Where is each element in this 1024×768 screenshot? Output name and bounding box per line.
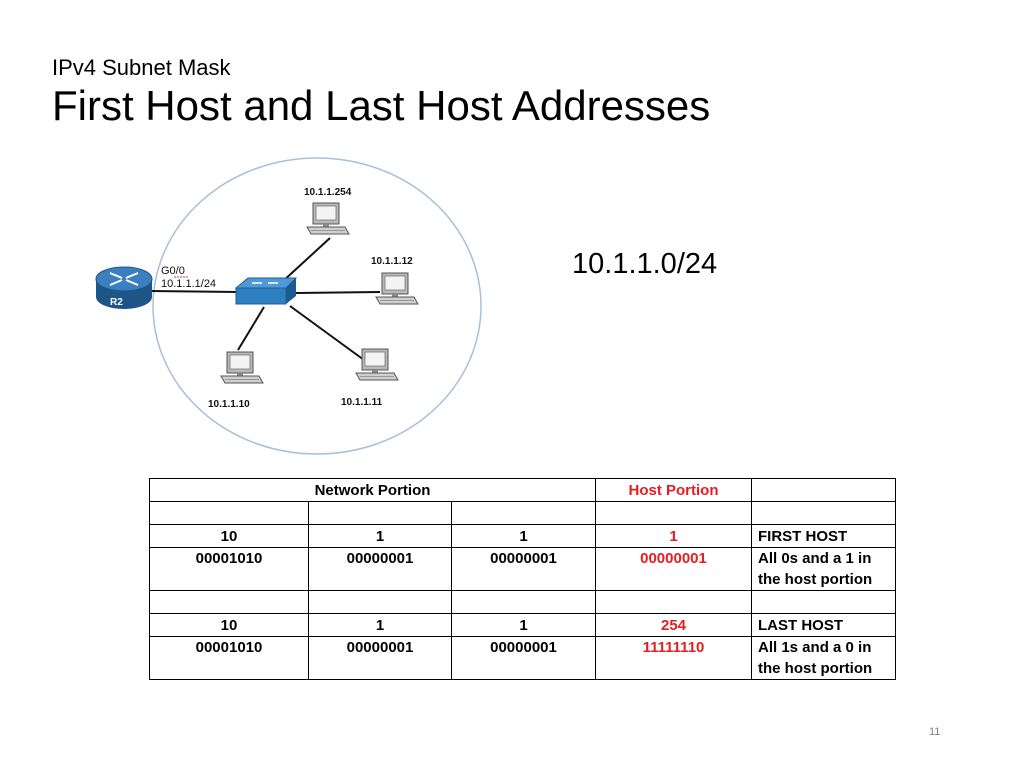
page-number: 11	[929, 726, 941, 738]
table-row-last-binary: 00001010 00000001 00000001 11111110 All …	[149, 636, 896, 680]
host-ip-label: 10.1.1.12	[371, 256, 413, 267]
lan-boundary-circle	[152, 157, 482, 455]
table-cell: 11111110	[595, 636, 752, 680]
table-cell	[751, 478, 896, 502]
link-router-switch	[149, 290, 239, 293]
router-interface-label: G0/0	[161, 265, 185, 277]
table-cell: 00000001	[595, 547, 752, 591]
host-portion-header: Host Portion	[595, 478, 752, 502]
table-cell: 10	[149, 524, 309, 548]
table-cell: 1	[595, 524, 752, 548]
table-row-first-decimal: 10 1 1 1 FIRST HOST	[149, 524, 896, 548]
note-line: All 1s and a 0 in	[758, 639, 872, 656]
note-line: All 0s and a 1 in	[758, 550, 872, 567]
note-line: the host portion	[758, 571, 873, 588]
host-ip-label: 10.1.1.10	[208, 399, 250, 410]
table-cell: 00001010	[149, 636, 309, 680]
network-topology-diagram: R2 G0/0 10.1.1.1/24 10.1.1.254 10.1.1.12…	[95, 157, 482, 455]
table-cell: 1	[451, 613, 596, 637]
slide-subtitle: IPv4 Subnet Mask	[52, 55, 231, 80]
switch-icon[interactable]	[234, 277, 298, 305]
network-cidr: 10.1.1.0/24	[572, 248, 718, 280]
host-ip-label: 10.1.1.11	[341, 397, 383, 408]
table-cell: 00000001	[451, 636, 596, 680]
network-portion-header: Network Portion	[149, 478, 596, 502]
last-host-label: LAST HOST	[751, 613, 896, 637]
link-switch-pc-10	[237, 306, 265, 351]
table-cell: 1	[451, 524, 596, 548]
table-cell: 00000001	[308, 636, 452, 680]
link-switch-pc-254	[281, 237, 331, 283]
table-header-row: Network Portion Host Portion	[149, 478, 896, 502]
table-cell: 254	[595, 613, 752, 637]
slide-title: First Host and Last Host Addresses	[52, 82, 711, 129]
table-cell: 00000001	[308, 547, 452, 591]
router-name: R2	[110, 297, 123, 308]
router-interface-ip: 10.1.1.1/24	[161, 278, 216, 290]
table-cell: 1	[308, 613, 452, 637]
last-host-note: All 1s and a 0 in the host portion	[751, 636, 896, 680]
table-cell: 1	[308, 524, 452, 548]
host-ip-label: 10.1.1.254	[304, 187, 352, 198]
link-switch-pc-12	[295, 291, 381, 294]
subnet-host-table: Network Portion Host Portion 10 1 1 1 FI…	[149, 478, 896, 680]
note-line: the host portion	[758, 660, 873, 677]
table-cell: 00001010	[149, 547, 309, 591]
first-host-label: FIRST HOST	[751, 524, 896, 548]
table-row-spacer	[149, 590, 896, 614]
first-host-note: All 0s and a 1 in the host portion	[751, 547, 896, 591]
table-row-last-decimal: 10 1 1 254 LAST HOST	[149, 613, 896, 637]
table-row-spacer	[149, 501, 896, 525]
table-row-first-binary: 00001010 00000001 00000001 00000001 All …	[149, 547, 896, 591]
table-cell: 00000001	[451, 547, 596, 591]
table-cell: 10	[149, 613, 309, 637]
link-switch-pc-11	[289, 305, 365, 361]
router-icon[interactable]: R2	[95, 266, 153, 309]
